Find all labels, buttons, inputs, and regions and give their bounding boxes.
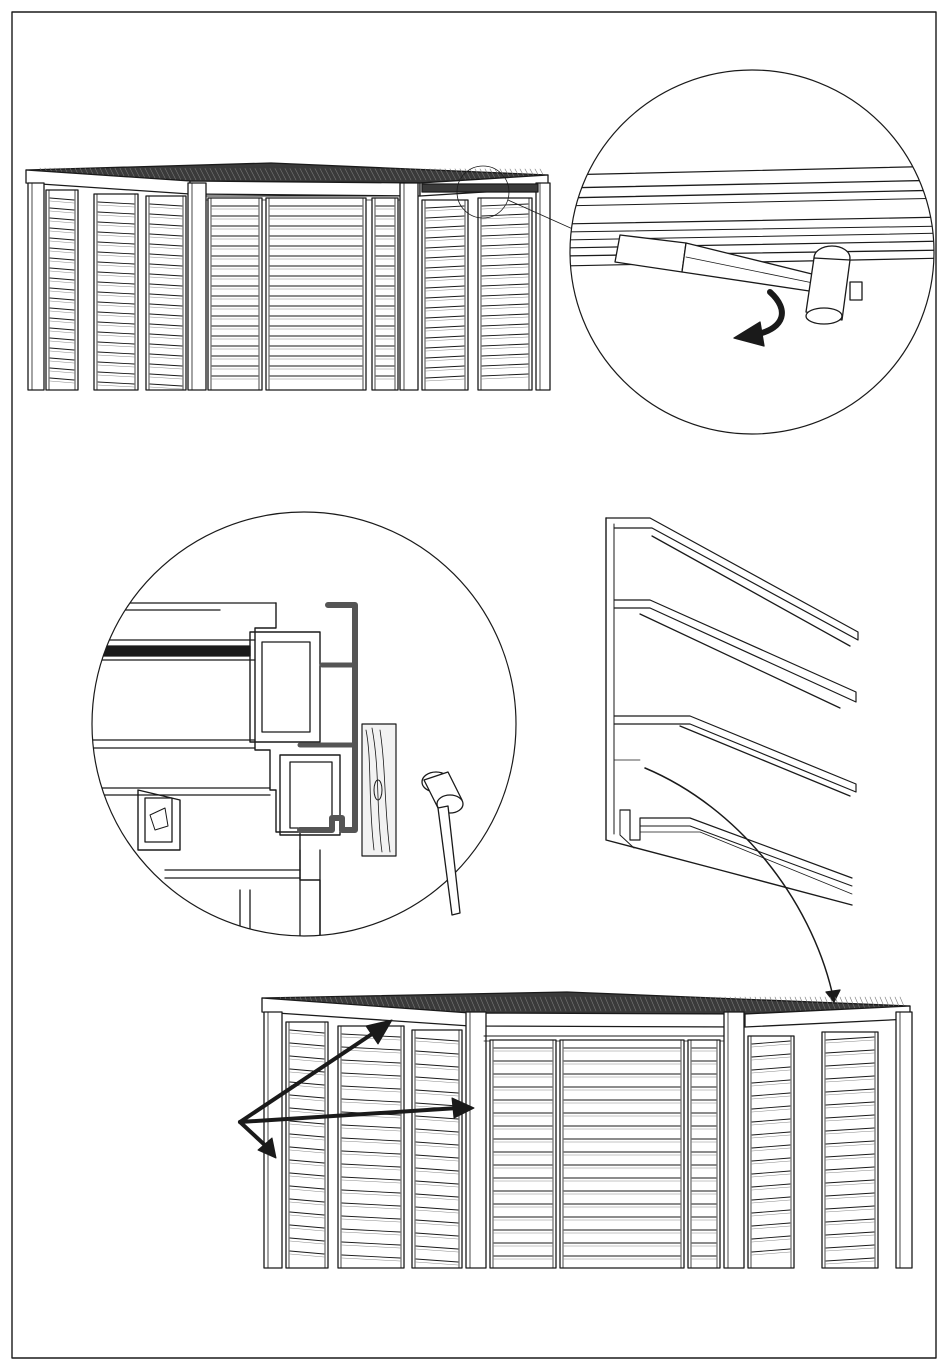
roof-beam-front	[190, 181, 420, 196]
wood-block	[362, 724, 396, 856]
louvre-panel	[422, 200, 468, 390]
post	[28, 183, 44, 390]
louvre-panel	[748, 1036, 794, 1268]
roof-edge-profile	[606, 518, 858, 905]
louvre-panel	[372, 198, 398, 390]
louvre-panel	[266, 198, 366, 390]
pergola-bottom-scene	[262, 992, 912, 1268]
post	[400, 183, 418, 390]
post	[264, 1012, 282, 1268]
roof-edge-profile-mounted	[422, 184, 538, 192]
post	[536, 183, 550, 390]
louvre-panel	[208, 198, 262, 390]
roof-detail-magnifier	[560, 70, 950, 434]
part-placement-arrow	[645, 768, 840, 1002]
pergola-top-scene	[26, 163, 575, 390]
post	[466, 1012, 486, 1268]
profile-section-magnifier	[90, 512, 516, 940]
post	[896, 1012, 912, 1268]
roof-beam-front	[470, 1013, 745, 1027]
post	[188, 183, 206, 390]
post	[724, 1012, 744, 1268]
